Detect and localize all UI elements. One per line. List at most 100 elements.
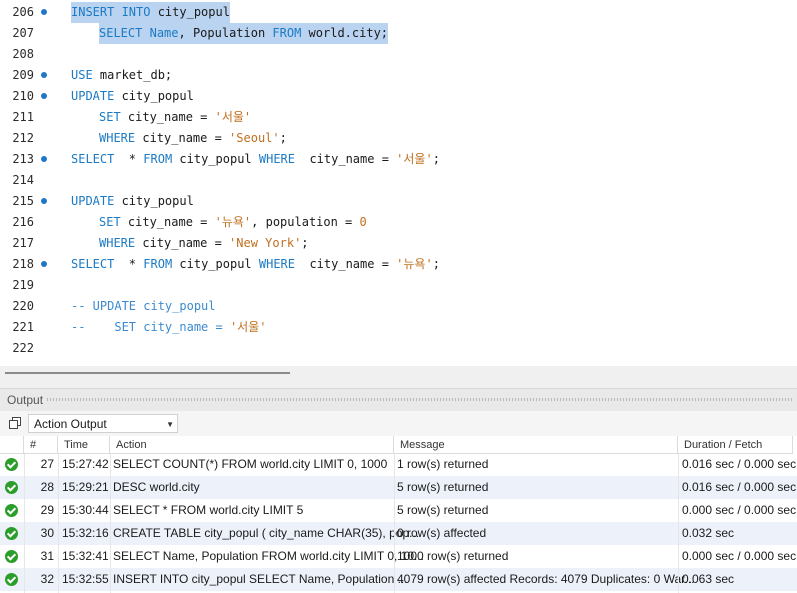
code-line[interactable]: 212 WHERE city_name = 'Seoul';	[0, 128, 797, 149]
line-number: 217	[12, 236, 34, 250]
sql-text: city_popul	[114, 89, 194, 103]
output-mode-select[interactable]: Action Output ▼	[28, 414, 178, 433]
sql-string: '서울'	[229, 320, 267, 334]
sql-text: city_name =	[295, 152, 397, 166]
sql-text: market_db;	[92, 68, 173, 82]
column-divider	[394, 454, 395, 593]
sql-keyword: FROM	[143, 152, 173, 166]
sql-string: '뉴욕'	[396, 257, 433, 271]
code-text: UPDATE city_popul	[71, 86, 194, 107]
cell-action: SELECT * FROM world.city LIMIT 5	[113, 503, 304, 517]
cell-num: 31	[40, 549, 54, 563]
sql-text: city_popul	[150, 5, 230, 19]
cell-num: 27	[40, 457, 54, 471]
line-number: 206	[12, 5, 34, 19]
column-header-time[interactable]: Time	[58, 436, 110, 454]
sql-text: ;	[279, 131, 287, 145]
code-line[interactable]: 214	[0, 170, 797, 191]
code-line[interactable]: 215 UPDATE city_popul	[0, 191, 797, 212]
cell-action: INSERT INTO city_popul SELECT Name, Popu…	[113, 572, 408, 586]
editor-horizontal-scrollbar[interactable]	[0, 366, 797, 388]
panel-drag-grip[interactable]	[47, 398, 793, 401]
sql-text: city_popul	[114, 194, 194, 208]
cell-time: 15:27:42	[62, 457, 109, 471]
line-number: 215	[12, 194, 34, 208]
line-number: 212	[12, 131, 34, 145]
sql-keyword: SET	[99, 215, 121, 229]
cell-duration: 0.063 sec	[682, 572, 735, 586]
code-text: INSERT INTO city_popul	[71, 2, 230, 23]
line-number: 220	[12, 299, 34, 313]
cell-duration: 0.000 sec / 0.000 sec	[682, 549, 797, 563]
code-text: -- UPDATE city_popul	[71, 296, 216, 317]
code-line[interactable]: 206 INSERT INTO city_popul	[0, 2, 797, 23]
code-line[interactable]: 220 -- UPDATE city_popul	[0, 296, 797, 317]
cell-num: 28	[40, 480, 54, 494]
code-line[interactable]: 221-- SET city_name = '서울'	[0, 317, 797, 338]
scrollbar-thumb[interactable]	[5, 372, 290, 374]
copy-icon[interactable]	[9, 417, 21, 429]
sql-keyword: UPDATE	[71, 194, 115, 208]
code-text: SELECT Name, Population FROM world.city;	[99, 23, 389, 44]
code-line[interactable]: 219	[0, 275, 797, 296]
column-header-duration[interactable]: Duration / Fetch	[678, 436, 793, 454]
cell-time: 15:29:21	[62, 480, 109, 494]
statement-marker-icon[interactable]	[41, 261, 47, 267]
sql-text: city_name =	[120, 110, 215, 124]
cell-time: 15:32:55	[62, 572, 109, 586]
column-header-message[interactable]: Message	[394, 436, 678, 454]
cell-num: 29	[40, 503, 54, 517]
statement-marker-icon[interactable]	[41, 9, 47, 15]
cell-message: 1000 row(s) returned	[397, 549, 509, 563]
sql-text: , Population	[178, 26, 273, 40]
line-number: 213	[12, 152, 34, 166]
statement-marker-icon[interactable]	[41, 93, 47, 99]
line-number: 222	[12, 341, 34, 355]
statement-marker-icon[interactable]	[41, 156, 47, 162]
sql-number: 0	[359, 215, 367, 229]
statement-marker-icon[interactable]	[41, 72, 47, 78]
sql-comment: -- SET city_name =	[71, 320, 230, 334]
sql-keyword: SET	[99, 110, 121, 124]
cell-message: 0 row(s) affected	[397, 526, 487, 540]
cell-duration: 0.032 sec	[682, 526, 735, 540]
column-divider	[24, 454, 25, 593]
statement-marker-icon[interactable]	[41, 198, 47, 204]
line-number: 208	[12, 47, 34, 61]
cell-time: 15:32:16	[62, 526, 109, 540]
column-divider	[58, 454, 59, 593]
sql-keyword: FROM	[272, 26, 302, 40]
line-number: 216	[12, 215, 34, 229]
cell-time: 15:32:41	[62, 549, 109, 563]
sql-keyword: SELECT	[71, 257, 115, 271]
code-text: SELECT * FROM city_popul WHERE city_name…	[71, 254, 440, 275]
sql-string: 'New York'	[229, 236, 302, 250]
success-check-icon	[5, 504, 18, 517]
code-text: WHERE city_name = 'Seoul';	[99, 128, 287, 149]
column-header-action[interactable]: Action	[110, 436, 394, 454]
code-line[interactable]: 222	[0, 338, 797, 359]
code-text: -- SET city_name = '서울'	[71, 317, 266, 338]
sql-text: city_name =	[135, 131, 230, 145]
sql-keyword: SELECT	[71, 152, 115, 166]
cell-message: 5 row(s) returned	[397, 503, 489, 517]
code-line[interactable]: 208	[0, 44, 797, 65]
column-header-number[interactable]: #	[24, 436, 58, 454]
table-row[interactable]: 31 15:32:41 SELECT Name, Population FROM w…	[0, 545, 797, 568]
cell-action: SELECT Name, Population FROM world.city …	[113, 549, 425, 563]
cell-action: DESC world.city	[113, 480, 200, 494]
